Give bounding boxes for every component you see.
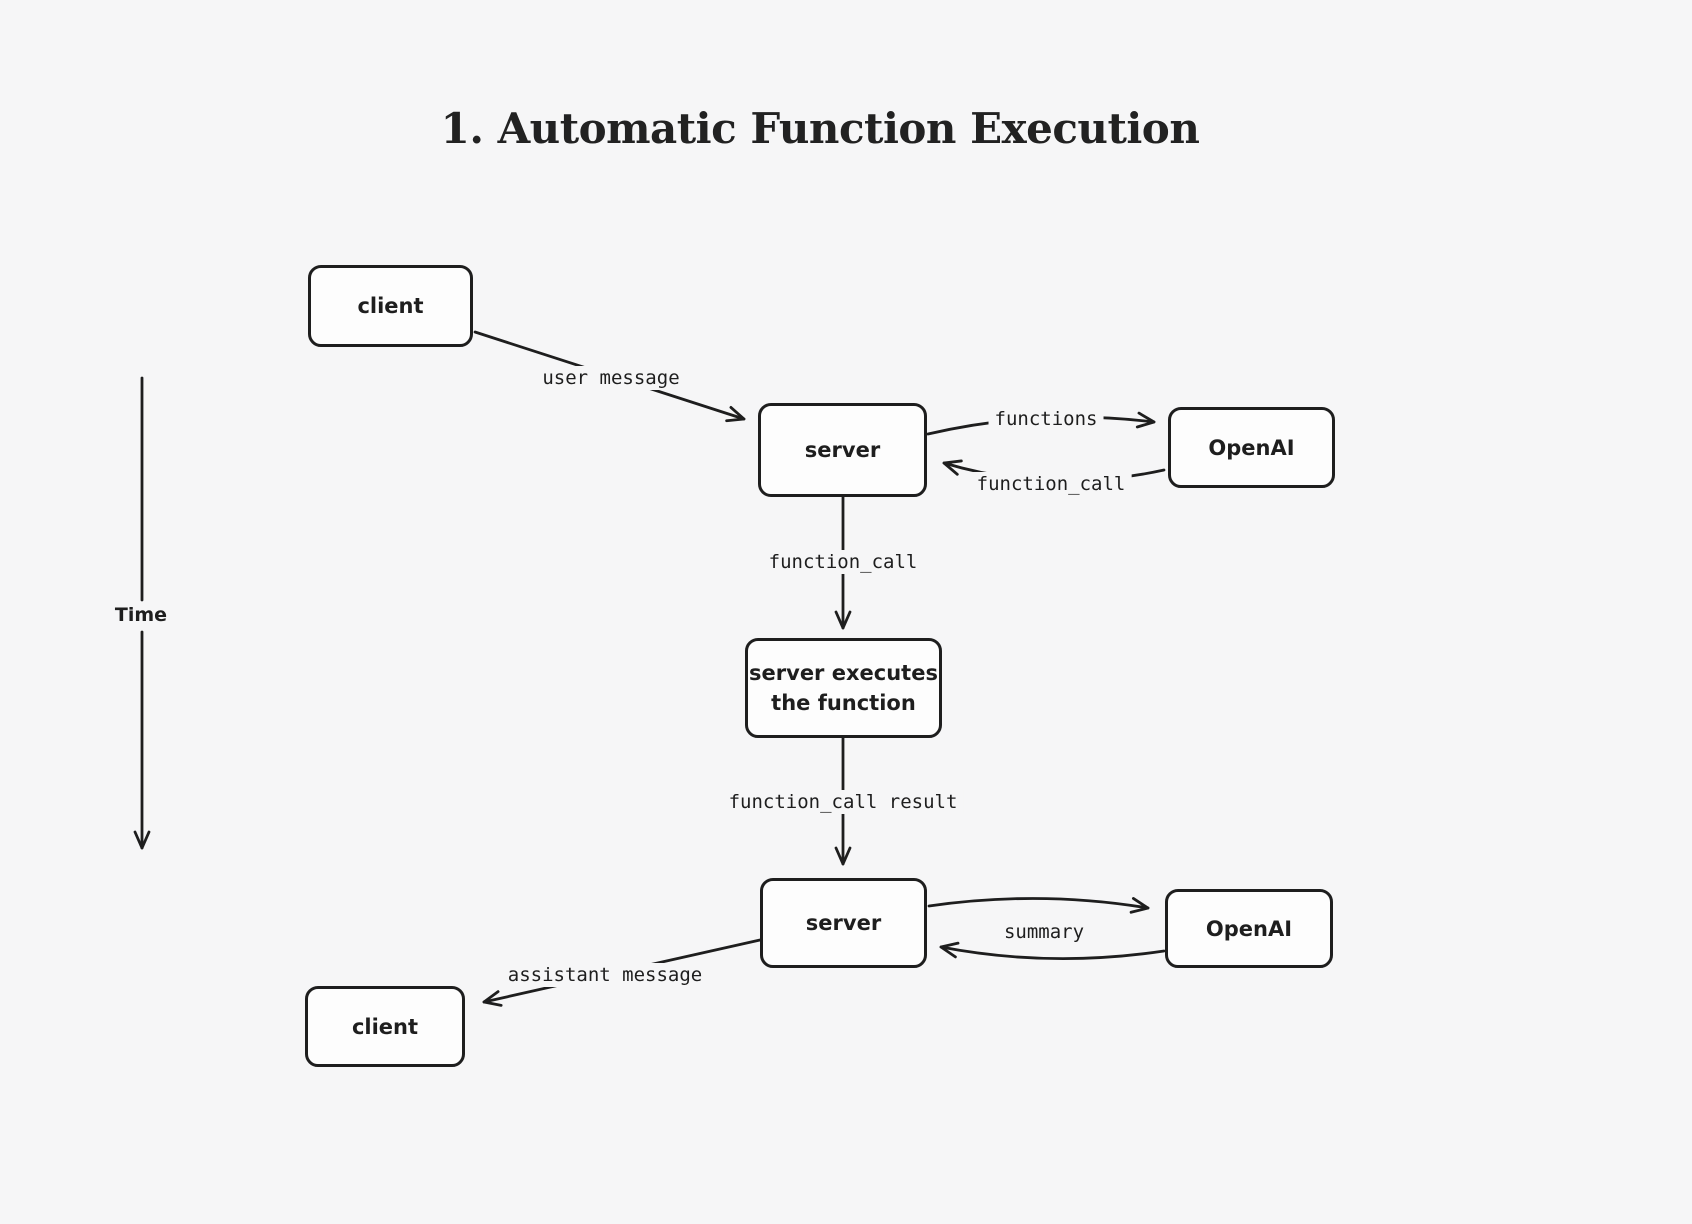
edge-label-user-message: user message bbox=[536, 366, 686, 390]
node-openai-bottom-label: OpenAI bbox=[1205, 916, 1293, 941]
edge-label-assistant-message: assistant message bbox=[501, 963, 709, 987]
edge-summary-response-arrow bbox=[939, 941, 1166, 961]
executor-label-line1: server executes bbox=[749, 661, 938, 685]
edge-summary-request-arrow bbox=[927, 897, 1150, 914]
node-server-bottom: server bbox=[760, 878, 927, 968]
node-client-top: client bbox=[308, 265, 473, 347]
edge-label-summary: summary bbox=[997, 920, 1091, 944]
node-server-top-label: server bbox=[804, 438, 881, 462]
node-client-top-label: client bbox=[357, 294, 424, 318]
node-server-executes-function-label: server executes the function bbox=[749, 658, 938, 718]
edge-label-function-call-down: function_call bbox=[762, 550, 924, 574]
node-server-executes-function: server executes the function bbox=[745, 638, 942, 738]
executor-label-line2: the function bbox=[771, 691, 916, 715]
edge-label-function-call-result: function_call result bbox=[722, 790, 964, 814]
node-server-bottom-label: server bbox=[805, 911, 882, 935]
edge-label-function-call-return: function_call bbox=[970, 472, 1132, 496]
edge-label-functions: functions bbox=[988, 407, 1104, 431]
node-client-bottom-label: client bbox=[351, 1014, 419, 1039]
node-openai-top: OpenAI bbox=[1168, 407, 1335, 488]
node-openai-top-label: OpenAI bbox=[1208, 435, 1295, 460]
page-title: 1. Automatic Function Execution bbox=[440, 104, 1200, 153]
time-axis-label: Time bbox=[110, 602, 172, 628]
node-server-top: server bbox=[758, 403, 927, 497]
node-client-bottom: client bbox=[305, 986, 465, 1067]
node-openai-bottom: OpenAI bbox=[1165, 889, 1333, 968]
